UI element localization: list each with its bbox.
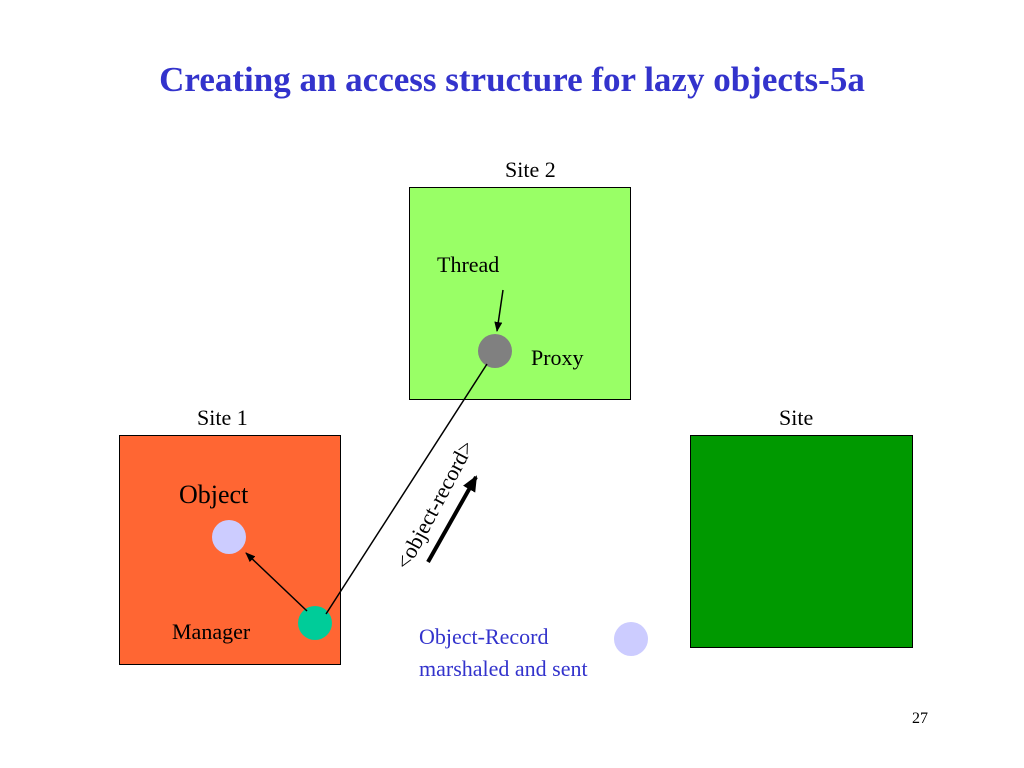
send-direction-arrow [426, 475, 478, 563]
site3-label: Site [779, 405, 814, 430]
site3-box [690, 435, 913, 648]
manager-label: Manager [172, 619, 251, 644]
page-number: 27 [912, 710, 928, 727]
proxy-to-manager-line [325, 363, 488, 615]
site2-label: Site 2 [505, 157, 556, 182]
object-label: Object [179, 480, 249, 509]
proxy-label: Proxy [531, 345, 584, 370]
slide-title: Creating an access structure for lazy ob… [159, 60, 865, 99]
manager-to-object-arrow [245, 552, 308, 612]
proxy-circle [478, 334, 512, 368]
thread-to-proxy-arrow [494, 289, 504, 332]
object-record-circle [614, 622, 648, 656]
thread-label: Thread [437, 252, 500, 277]
caption-line2: marshaled and sent [419, 656, 588, 681]
manager-circle [298, 606, 332, 640]
site2-box [409, 187, 631, 400]
site1-label: Site 1 [197, 405, 248, 430]
object-circle [212, 520, 246, 554]
caption: Object-Record marshaled and sent [419, 621, 588, 685]
caption-line1: Object-Record [419, 624, 549, 649]
